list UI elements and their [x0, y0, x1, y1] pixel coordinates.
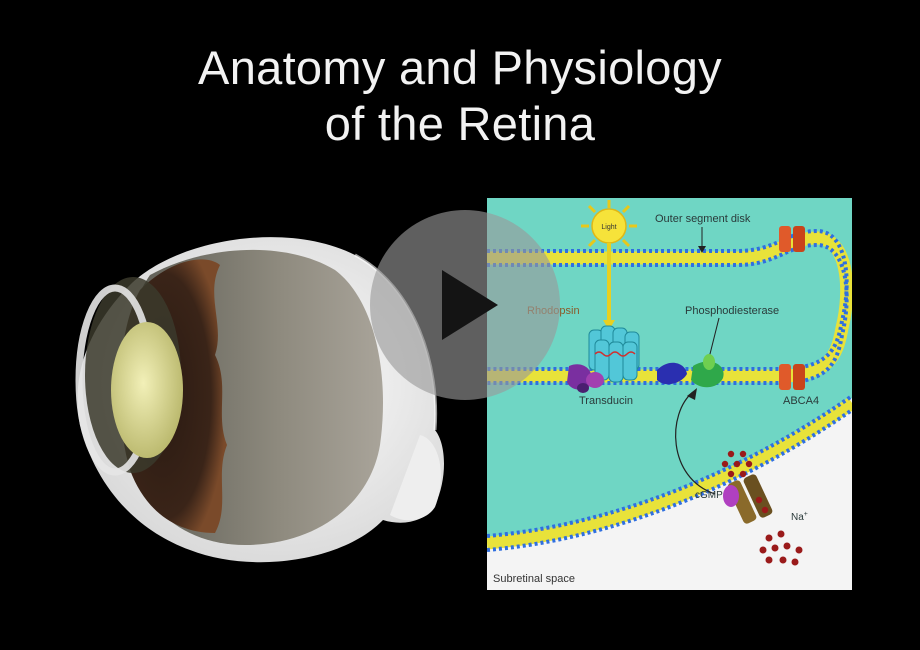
sodium-label: Na+	[791, 511, 808, 523]
cgmp-gated-channel	[723, 474, 773, 524]
plasma-membrane	[487, 394, 852, 552]
phosphodiesterase-protein	[657, 354, 724, 388]
cgmp-feedback-arrow	[675, 391, 716, 495]
phototransduction-diagram: Light Outer segment disk ABCA4 Rhodopsin…	[487, 198, 852, 590]
slide-title-line-2: of the Retina	[324, 97, 596, 150]
sodium-ions-outside	[721, 450, 769, 514]
eyeball-illustration	[75, 237, 444, 563]
phosphodiesterase-pointer	[708, 317, 720, 359]
play-button[interactable]	[370, 210, 560, 400]
light-sun-icon: Light	[581, 200, 637, 252]
abca4-transporter-bottom	[779, 364, 805, 390]
cgmp-label: cGMP	[695, 490, 723, 501]
phosphodiesterase-label: Phosphodiesterase	[685, 305, 779, 317]
slide-title-line-1: Anatomy and Physiology	[198, 41, 722, 94]
lens	[111, 322, 183, 458]
disk-membrane	[487, 228, 852, 385]
transducin-label: Transducin	[579, 395, 633, 407]
transducin-protein	[567, 364, 604, 393]
sodium-ions-inside	[759, 530, 803, 566]
play-icon[interactable]	[370, 210, 560, 400]
abca4-label: ABCA4	[783, 395, 819, 407]
slide-title: Anatomy and Physiology of the Retina	[0, 40, 920, 152]
light-label: Light	[601, 224, 616, 231]
abca4-transporter-top	[779, 226, 805, 252]
optic-nerve	[390, 435, 441, 521]
subretinal-space-label: Subretinal space	[493, 573, 575, 585]
outer-segment-disk-label: Outer segment disk	[655, 213, 751, 225]
